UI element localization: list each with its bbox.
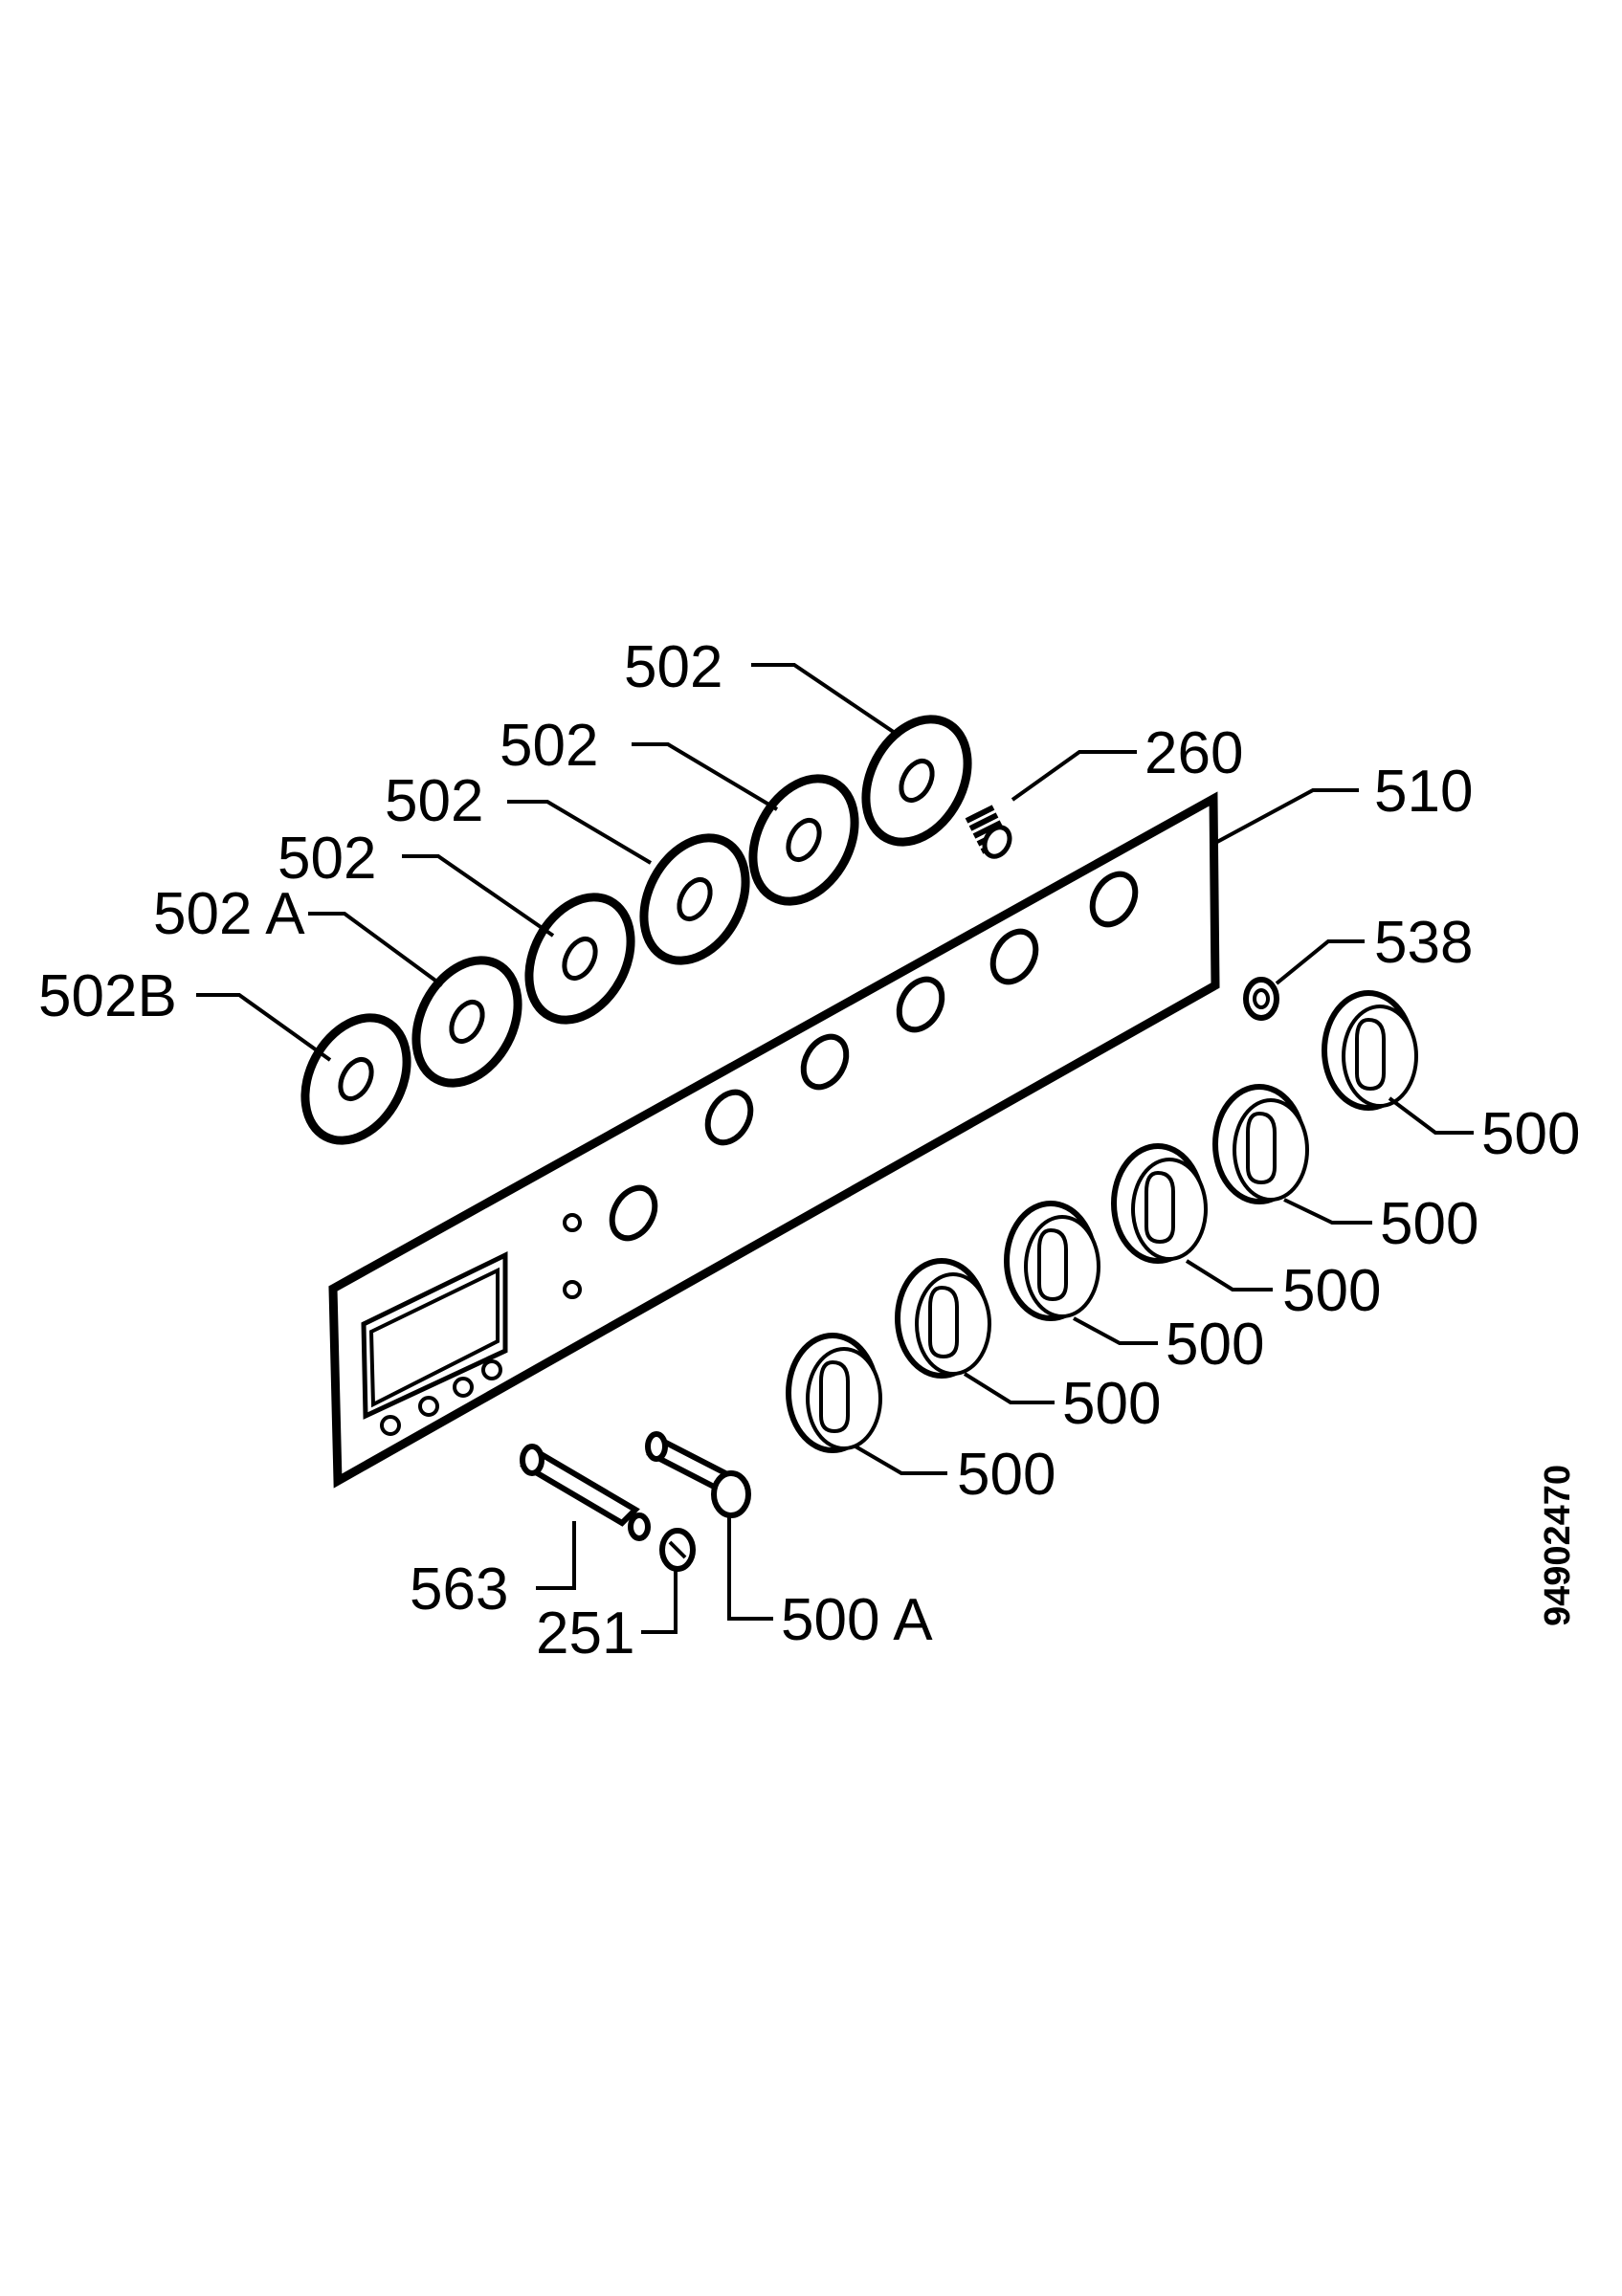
label-washer-2: 502 <box>385 768 483 834</box>
label-washer-1: 502 <box>278 826 376 892</box>
washer-rings <box>300 715 972 1145</box>
leader-lines <box>196 663 1474 1634</box>
label-knob-3: 500 <box>1282 1258 1381 1324</box>
drawing-number: 94902470 <box>1538 1465 1578 1626</box>
label-knob-4: 500 <box>1166 1312 1264 1378</box>
spindle-part <box>645 1431 751 1518</box>
nut-part <box>1243 977 1279 1021</box>
label-washer-3: 502 <box>500 713 598 779</box>
control-knobs <box>786 990 1418 1453</box>
label-nut: 538 <box>1374 910 1473 976</box>
control-panel <box>328 791 1220 1489</box>
shaft-part <box>520 1444 651 1541</box>
label-knob-2: 500 <box>1380 1191 1478 1257</box>
label-shaft: 563 <box>410 1556 508 1623</box>
button-part <box>659 1528 696 1572</box>
label-washer-4: 502 <box>624 634 722 700</box>
knob-4 <box>1004 1201 1100 1321</box>
knob-6 <box>786 1333 882 1453</box>
label-washer-a: 502 A <box>153 881 305 947</box>
spring-part <box>965 805 1012 859</box>
knob-5 <box>895 1258 991 1379</box>
label-spindle-a: 500 A <box>781 1587 933 1653</box>
label-button: 251 <box>536 1601 634 1667</box>
label-washer-b: 502B <box>38 963 177 1029</box>
label-knob-6: 500 <box>957 1442 1055 1508</box>
knob-2 <box>1212 1084 1309 1204</box>
knob-1 <box>1322 990 1418 1111</box>
label-knob-5: 500 <box>1062 1371 1161 1437</box>
label-knob-1: 500 <box>1481 1101 1580 1167</box>
label-spring: 260 <box>1144 720 1243 786</box>
knob-3 <box>1111 1143 1208 1264</box>
callout-labels: 502B 502 A 502 502 502 502 260 510 538 5… <box>38 634 1580 1667</box>
label-panel: 510 <box>1374 759 1473 825</box>
